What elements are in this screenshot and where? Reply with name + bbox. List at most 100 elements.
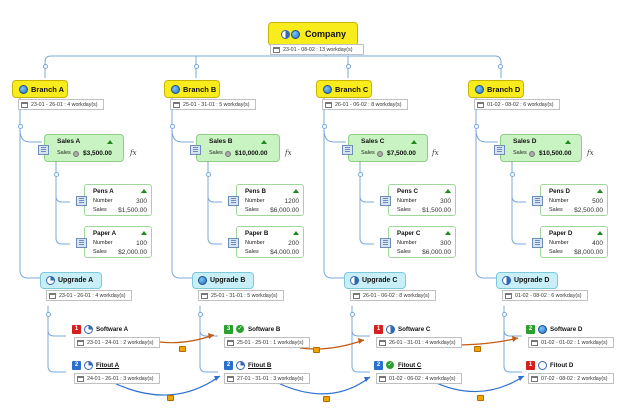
- progress-icon: [502, 276, 511, 285]
- sales-title: Sales D: [513, 138, 537, 145]
- progress-icon: [236, 361, 245, 370]
- task-title[interactable]: Software A: [96, 326, 129, 333]
- sales-label: Sales: [361, 150, 375, 156]
- formula-icon[interactable]: fx: [587, 149, 594, 157]
- formula-icon[interactable]: fx: [130, 149, 137, 157]
- sales-label: Sales: [397, 207, 411, 213]
- root-dates: 23-01 - 08-02 : 13 workday(s): [270, 44, 364, 55]
- formula-dot-icon: [377, 151, 383, 157]
- formula-icon[interactable]: fx: [432, 149, 439, 157]
- lag-icon[interactable]: [477, 395, 484, 401]
- branch-b-collapse[interactable]: [170, 124, 175, 129]
- sales-value: $6,000.00: [270, 207, 299, 214]
- formula-icon[interactable]: fx: [285, 149, 292, 157]
- calendar-icon: [505, 293, 512, 299]
- upgrade-title: Upgrade C: [362, 277, 398, 284]
- sales-label: Sales: [549, 249, 563, 255]
- globe-icon: [323, 85, 332, 94]
- branch-c-collapse[interactable]: [322, 124, 327, 129]
- item-card[interactable]: Paper D Number 400 Sales $8,000.00: [540, 226, 608, 258]
- upgrade-b-collapse[interactable]: [198, 312, 203, 317]
- branch-topic[interactable]: Branch D: [468, 80, 524, 98]
- trend-up-icon: [445, 231, 451, 235]
- lag-icon[interactable]: [179, 346, 186, 352]
- upgrade-topic[interactable]: Upgrade C: [344, 272, 406, 289]
- upgrade-a-collapse[interactable]: [46, 312, 51, 317]
- table-icon: [228, 196, 239, 206]
- branch-d-collapse[interactable]: [474, 124, 479, 129]
- branch-a-connector[interactable]: [43, 64, 48, 69]
- item-title: Paper D: [549, 230, 573, 237]
- calendar-icon: [77, 376, 84, 382]
- item-title: Paper A: [93, 230, 117, 237]
- lag-icon[interactable]: [474, 346, 481, 352]
- upgrade-c-collapse[interactable]: [350, 312, 355, 317]
- sales-label: Sales: [209, 150, 223, 156]
- task-title[interactable]: Software C: [398, 326, 431, 333]
- upgrade-topic[interactable]: Upgrade D: [496, 272, 558, 289]
- task-title[interactable]: Fitout B: [248, 362, 272, 369]
- sales-d-collapse[interactable]: [510, 172, 515, 177]
- branch-c-connector[interactable]: [346, 64, 351, 69]
- sales-value: $7,500.00: [387, 150, 416, 157]
- upgrade-title: Upgrade D: [514, 277, 550, 284]
- trend-up-icon: [411, 140, 417, 144]
- upgrade-topic[interactable]: Upgrade A: [40, 272, 102, 289]
- sales-topic[interactable]: Sales A Sales $3,500.00: [44, 134, 124, 162]
- task-title[interactable]: Software D: [550, 326, 583, 333]
- upgrade-title: Upgrade B: [210, 277, 246, 284]
- priority-badge: 1: [374, 325, 383, 334]
- item-card[interactable]: Pens C Number 300 Sales $1,500.00: [388, 184, 456, 216]
- table-icon: [76, 238, 87, 248]
- sales-value: $10,000.00: [235, 150, 268, 157]
- task-title[interactable]: Fitout C: [398, 362, 422, 369]
- task-title[interactable]: Software B: [248, 326, 281, 333]
- progress-icon: [84, 325, 93, 334]
- item-card[interactable]: Paper A Number 100 Sales $2,000.00: [84, 226, 152, 258]
- branch-d-connector[interactable]: [498, 64, 503, 69]
- upgrade-d-collapse[interactable]: [502, 312, 507, 317]
- calendar-icon: [531, 376, 538, 382]
- sales-b-collapse[interactable]: [206, 172, 211, 177]
- branch-topic[interactable]: Branch B: [164, 80, 220, 98]
- item-card[interactable]: Paper B Number 200 Sales $4,000.00: [236, 226, 304, 258]
- branch-topic[interactable]: Branch A: [12, 80, 68, 98]
- item-card[interactable]: Pens B Number 1200 Sales $6,000.00: [236, 184, 304, 216]
- sales-value: $8,000.00: [574, 249, 603, 256]
- number-value: 300: [136, 198, 147, 205]
- item-title: Paper B: [245, 230, 269, 237]
- root-topic[interactable]: Company: [268, 22, 358, 46]
- globe-icon: [475, 85, 484, 94]
- calendar-icon: [353, 293, 360, 299]
- sales-value: $6,000.00: [422, 249, 451, 256]
- calendar-icon: [49, 293, 56, 299]
- priority-badge: 1: [72, 325, 81, 334]
- task-dates: 25-01 - 25-01 : 1 workday(s): [224, 337, 310, 348]
- sales-label: Sales: [245, 207, 259, 213]
- branch-a-collapse[interactable]: [18, 124, 23, 129]
- sales-a-collapse[interactable]: [54, 172, 59, 177]
- item-card[interactable]: Pens A Number 300 Sales $1,500.00: [84, 184, 152, 216]
- task-title[interactable]: Fitout A: [96, 362, 120, 369]
- item-card[interactable]: Pens D Number 500 Sales $2,500.00: [540, 184, 608, 216]
- sales-topic[interactable]: Sales C Sales $7,500.00: [348, 134, 428, 162]
- sales-topic[interactable]: Sales B Sales $10,000.00: [196, 134, 280, 162]
- lag-icon[interactable]: [167, 395, 174, 401]
- priority-badge: 3: [224, 325, 233, 334]
- sales-title: Sales C: [361, 138, 385, 145]
- upgrade-topic[interactable]: Upgrade B: [192, 272, 254, 289]
- branch-topic[interactable]: Branch C: [316, 80, 372, 98]
- sales-c-collapse[interactable]: [358, 172, 363, 177]
- item-card[interactable]: Paper C Number 300 Sales $6,000.00: [388, 226, 456, 258]
- lag-icon[interactable]: [323, 396, 330, 402]
- table-icon: [342, 145, 353, 155]
- task-title[interactable]: Fitout D: [550, 362, 574, 369]
- globe-icon: [198, 276, 207, 285]
- lag-icon[interactable]: [313, 347, 320, 353]
- sales-topic[interactable]: Sales D Sales $10,500.00: [500, 134, 582, 162]
- branch-b-connector[interactable]: [194, 64, 199, 69]
- upgrade-title: Upgrade A: [58, 277, 94, 284]
- trend-up-icon: [141, 231, 147, 235]
- sales-label: Sales: [93, 207, 107, 213]
